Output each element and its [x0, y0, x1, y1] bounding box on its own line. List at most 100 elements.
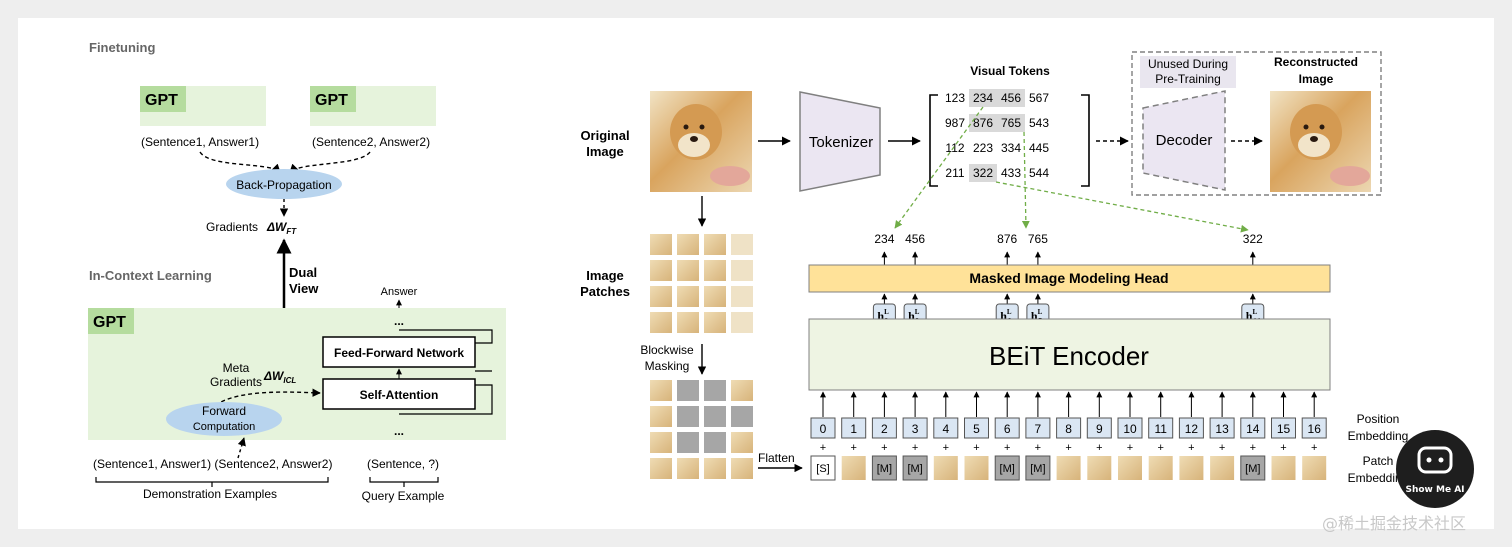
gpt-icl-label: GPT: [93, 314, 126, 331]
tokenizer-shape: [799, 91, 881, 192]
visible-patch: [650, 432, 672, 453]
mask-token: [902, 455, 928, 481]
position-index: 7: [1035, 422, 1042, 436]
patch-embedding: [1148, 456, 1173, 480]
cls-token-label: [S]: [816, 463, 829, 475]
predicted-token: 322: [1243, 232, 1263, 246]
position-index: 9: [1096, 422, 1103, 436]
masked-patch: [704, 432, 726, 453]
plus-sign: +: [1280, 442, 1286, 454]
plus-sign: +: [1096, 442, 1102, 454]
forward-oval: [166, 402, 282, 436]
token-value: 234: [973, 91, 993, 105]
visual-tokens-title: Visual Tokens: [970, 64, 1050, 78]
position-embedding: [1178, 417, 1204, 439]
position-embedding: [871, 417, 897, 439]
computation-label: Computation: [193, 421, 255, 433]
token-highlight: [997, 89, 1025, 107]
position-embedding: [1148, 417, 1174, 439]
encoder-box: [808, 318, 1331, 391]
position-index: 16: [1308, 422, 1322, 436]
predicted-token: 234: [874, 232, 894, 246]
image-patch: [650, 286, 672, 307]
position-embedding: [902, 417, 928, 439]
image-patch: [704, 286, 726, 307]
plus-sign: +: [1157, 442, 1163, 454]
visible-patch: [731, 380, 753, 401]
image-patch: [677, 312, 699, 333]
plus-sign: +: [881, 442, 887, 454]
edge-s2-backprop: [289, 151, 371, 173]
predicted-token: 765: [1028, 232, 1048, 246]
original-label: Original: [580, 128, 629, 143]
plus-sign: +: [1065, 442, 1071, 454]
decoder-shape: [1142, 90, 1226, 191]
mask-token: [871, 455, 897, 481]
position-emb-label-1: Position: [1357, 412, 1400, 426]
image-patches-label-2: Patches: [580, 284, 630, 299]
position-index: 0: [820, 422, 827, 436]
mask-token-label: [M]: [1030, 463, 1045, 475]
token-highlight: [969, 89, 997, 107]
position-index: 12: [1185, 422, 1199, 436]
watermark-badge-text: Show Me AI: [1405, 485, 1464, 495]
gpt-label-2: GPT: [315, 92, 348, 109]
self-attention-box: [322, 378, 476, 410]
token-value: 567: [1029, 91, 1049, 105]
token-value: 211: [945, 166, 964, 180]
position-index: 4: [942, 422, 949, 436]
view-label: View: [289, 281, 319, 296]
position-embedding: [1117, 417, 1143, 439]
watermark-site: @稀土掘金技术社区: [1322, 514, 1467, 533]
position-embedding: [1025, 417, 1051, 439]
masking-label: Masking: [645, 359, 690, 373]
backprop-label: Back-Propagation: [236, 178, 331, 192]
mask-token-label: [M]: [1000, 463, 1015, 475]
embedding-row: 0+[S]1+2+[M]3+[M]4+5+6+[M]7+[M]8+9+10+11…: [810, 391, 1327, 481]
gpt-icl-block: [88, 308, 506, 440]
plus-sign: +: [973, 442, 979, 454]
masked-patch-grid: [650, 380, 753, 479]
position-index: 1: [850, 422, 857, 436]
green-arrow-876: [1021, 131, 1030, 229]
green-arrow-234: [894, 106, 984, 229]
position-embedding: [810, 417, 836, 439]
sentence1-text: (Sentence1, Answer1): [141, 135, 259, 149]
patch-embedding: [1118, 456, 1142, 480]
demos-line: (Sentence1, Answer1) (Sentence2, Answer2…: [93, 457, 332, 471]
robot-eye-left-icon: [1426, 457, 1432, 463]
patch-emb-label-2: Embedding: [1348, 471, 1409, 485]
plus-sign: +: [1004, 442, 1010, 454]
ffn-residual: [399, 329, 493, 344]
mask-token: [1240, 455, 1266, 481]
visible-patch: [731, 432, 753, 453]
position-embedding: [933, 417, 959, 439]
mask-token-label: [M]: [877, 463, 892, 475]
token-bracket-right: [1081, 94, 1090, 187]
token-value: 987: [945, 116, 965, 130]
masked-patch: [677, 406, 699, 427]
robot-icon: [1417, 446, 1453, 474]
mim-head-label: Masked Image Modeling Head: [969, 270, 1168, 286]
position-index: 5: [973, 422, 980, 436]
self-attention-label: Self-Attention: [360, 388, 439, 402]
image-patches-label-1: Image: [586, 268, 624, 283]
patch-embedding: [1087, 456, 1112, 480]
position-index: 13: [1215, 422, 1229, 436]
patch-embedding: [1179, 456, 1204, 480]
visible-patch: [677, 458, 699, 479]
plus-sign: +: [1311, 442, 1317, 454]
image-patch: [731, 312, 753, 333]
patch-embedding: [1302, 456, 1327, 480]
ffn-label: Feed-Forward Network: [334, 346, 464, 360]
patch-embedding: [841, 456, 866, 480]
delta-wicl: ΔWICL: [263, 369, 296, 385]
predicted-token: 876: [997, 232, 1017, 246]
flatten-label: Flatten: [758, 451, 795, 465]
original-image-label: Image: [586, 144, 624, 159]
reconstructed-image: [1270, 91, 1371, 192]
query-example-label: Query Example: [362, 489, 445, 503]
gpt-tag-2: [310, 86, 356, 112]
image-patch: [704, 312, 726, 333]
